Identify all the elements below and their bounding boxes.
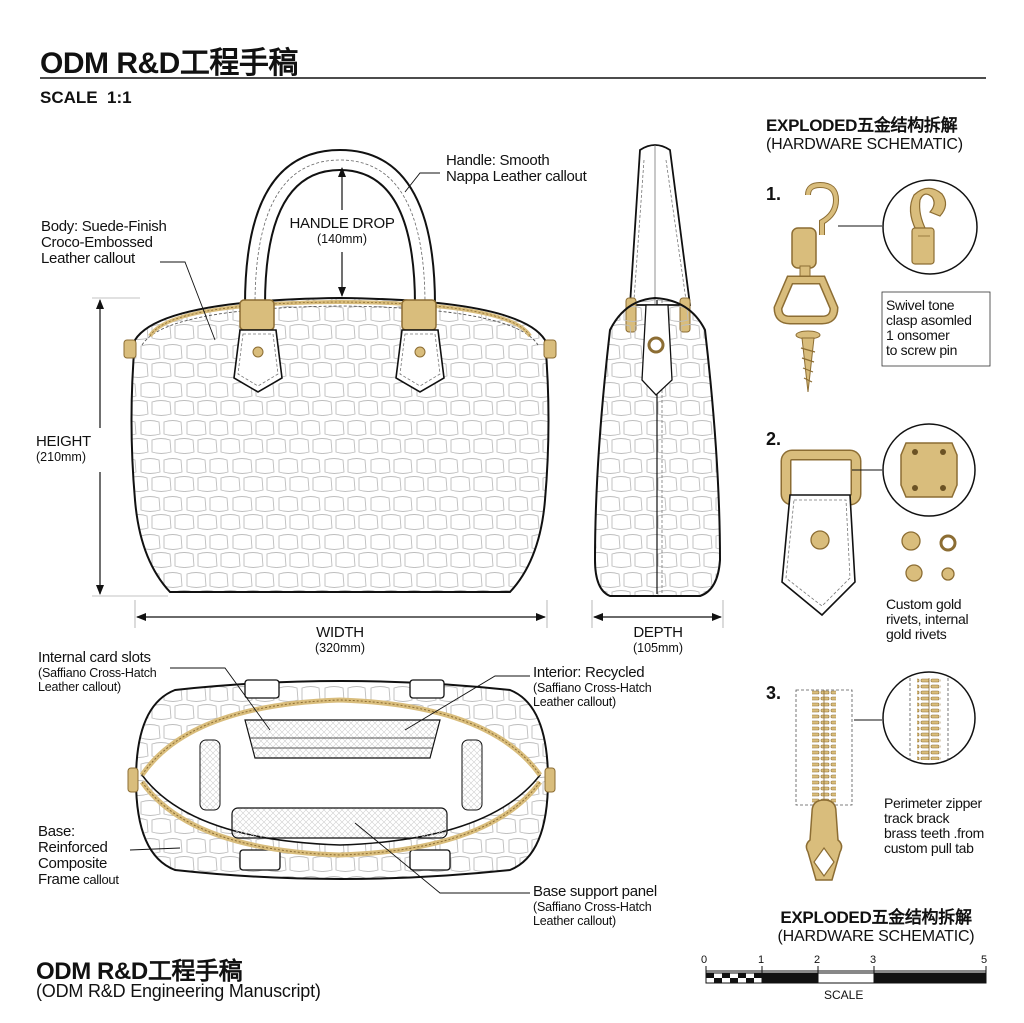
side-view	[591, 144, 724, 628]
base-panel-callout: Base support panel (Saffiano Cross-Hatch…	[533, 883, 657, 929]
handle-callout: Handle: Smooth Nappa Leather callout	[446, 152, 587, 185]
depth-dimension: DEPTH (105mm)	[632, 624, 683, 655]
scale-tick-5: 5	[981, 954, 988, 966]
hardware-item-3-number: 3.	[766, 683, 782, 703]
scale-tick-0: 0	[701, 954, 708, 966]
base-callout: Base: Reinforced Composite Frame callout	[38, 823, 119, 888]
top-view	[127, 667, 556, 894]
scale-tick-1: 1	[758, 954, 765, 966]
height-dimension: HEIGHT (210mm)	[36, 433, 91, 464]
handle-drop-dimension: HANDLE DROP (140mm)	[289, 215, 395, 246]
hardware-item-1-number: 1.	[766, 184, 782, 204]
width-dimension: WIDTH (320mm)	[314, 624, 365, 655]
hardware-item-3-text: Perimeter zipper track brack brass teeth…	[884, 795, 984, 856]
card-slots-callout: Internal card slots (Saffiano Cross-Hatc…	[38, 649, 157, 695]
hardware-item-2-number: 2.	[766, 429, 782, 449]
scale-tick-3: 3	[870, 954, 877, 966]
scale-tick-2: 2	[814, 954, 821, 966]
page-title: ODM R&D工程手稿	[40, 47, 298, 80]
scale-bar	[705, 966, 987, 984]
front-view	[92, 148, 557, 628]
hardware-footer: EXPLODED五金结构拆解 (HARDWARE SCHEMATIC)	[777, 908, 975, 945]
footer-title: ODM R&D工程手稿	[36, 958, 243, 985]
hardware-zipper	[795, 671, 976, 881]
interior-callout: Interior: Recycled (Saffiano Cross-Hatch…	[533, 664, 652, 710]
hardware-item-2-text: Custom gold rivets, internal gold rivets	[886, 596, 969, 642]
scale-label: SCALE 1:1	[40, 88, 132, 107]
scale-bar-label: SCALE	[824, 988, 864, 1002]
hardware-swivel-clasp	[773, 179, 991, 393]
hardware-header: EXPLODED五金结构拆解 (HARDWARE SCHEMATIC)	[766, 116, 963, 153]
footer-subtitle: (ODM R&D Engineering Manuscript)	[36, 981, 321, 1001]
body-callout: Body: Suede-Finish Croco-Embossed Leathe…	[41, 218, 167, 267]
hardware-rivet-loop	[780, 423, 976, 617]
hardware-item-1-text: Swivel tone clasp asomled 1 onsomer to s…	[886, 297, 972, 358]
